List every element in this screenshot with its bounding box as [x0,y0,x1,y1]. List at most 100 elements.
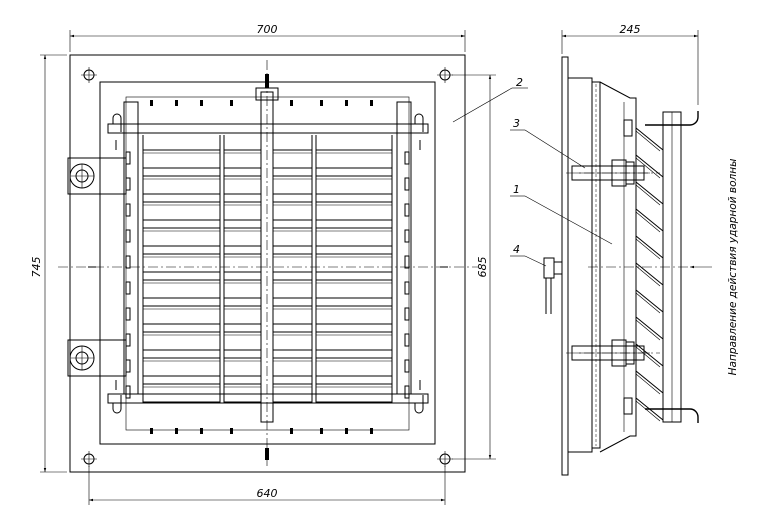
top-crossbar [107,123,429,134]
callout-4-label: 4 [513,243,520,256]
hinge-lug-upper [67,157,127,195]
blade [272,227,313,247]
blade [315,357,393,377]
dim-245-label: 245 [620,23,641,36]
blade [272,279,313,299]
bottom-crossbar [107,393,429,404]
side-frame-inner [591,81,601,449]
blade [142,279,221,299]
side-blade [635,127,664,151]
blade [315,383,393,403]
tab [370,100,373,106]
blade [142,383,221,403]
dim-right-height: 685 [452,74,496,460]
dim-bottom-width: 640 [88,466,446,505]
blade [223,357,262,377]
blade [142,175,221,195]
dim-700-label: 700 [257,23,278,36]
vertical-dividers [142,135,393,392]
side-frame [567,77,593,453]
front-view: 700 640 745 685 2 [30,23,528,505]
blade [272,305,313,325]
dim-side-depth: 245 [561,23,699,105]
blade [223,227,262,247]
blade [142,305,221,325]
side-view: 245 3 1 4 Направление действия ударной в… [510,23,739,476]
left-post [123,101,139,395]
tab [290,428,293,434]
blade [272,175,313,195]
tab [230,428,233,434]
dim-745-label: 745 [30,257,43,278]
tab [175,428,178,434]
blade [272,201,313,221]
side-blade [635,208,664,232]
inner-frame [99,81,436,445]
blade [142,201,221,221]
blade [272,357,313,377]
blade [315,253,393,273]
side-housing [599,81,637,453]
tab [230,100,233,106]
side-blade [635,370,664,394]
tab [175,100,178,106]
blade [315,305,393,325]
bar-hooks [112,113,424,414]
right-post [396,101,412,395]
blade [142,331,221,351]
blade [223,253,262,273]
side-blade [635,316,664,340]
side-blade [635,343,664,367]
blade [315,175,393,195]
side-blade [635,289,664,313]
tab [320,100,323,106]
tab [150,100,153,106]
corner-holes [81,67,453,467]
blade [142,227,221,247]
tab [320,428,323,434]
blade [315,149,393,169]
blade [142,149,221,169]
side-hooks [645,111,699,423]
tab [345,100,348,106]
blade [315,201,393,221]
side-blade [635,262,664,286]
tab [345,428,348,434]
side-blade [635,181,664,205]
callout-2-label: 2 [516,76,523,89]
dim-640-label: 640 [257,487,278,500]
side-blades [635,127,664,422]
outer-frame-plate [69,54,466,473]
blade [223,305,262,325]
side-blade [635,235,664,259]
callout-1: 1 [510,183,613,245]
shaft-bottom-pin [265,448,269,460]
blade [315,279,393,299]
blade [223,279,262,299]
callout-4: 4 [510,243,547,267]
top-tabs [150,100,373,434]
blade [223,331,262,351]
side-base-plate [561,56,569,476]
callout-3-label: 3 [513,117,520,130]
side-blade [635,154,664,178]
dim-685-label: 685 [476,257,489,278]
blade [223,175,262,195]
blade [142,357,221,377]
shockwave-direction-note: Направление действия ударной волны [727,159,739,376]
blade [272,253,313,273]
blade [315,227,393,247]
blade [223,383,262,403]
dim-left-height: 745 [30,54,67,473]
louvre-blades [125,149,410,403]
callout-2: 2 [452,76,528,123]
tab [200,428,203,434]
side-handle [543,257,563,314]
blade [223,201,262,221]
blade [272,383,313,403]
tab [150,428,153,434]
inner-opening [125,96,410,431]
tab [290,100,293,106]
hinge-lug-lower [67,339,127,377]
